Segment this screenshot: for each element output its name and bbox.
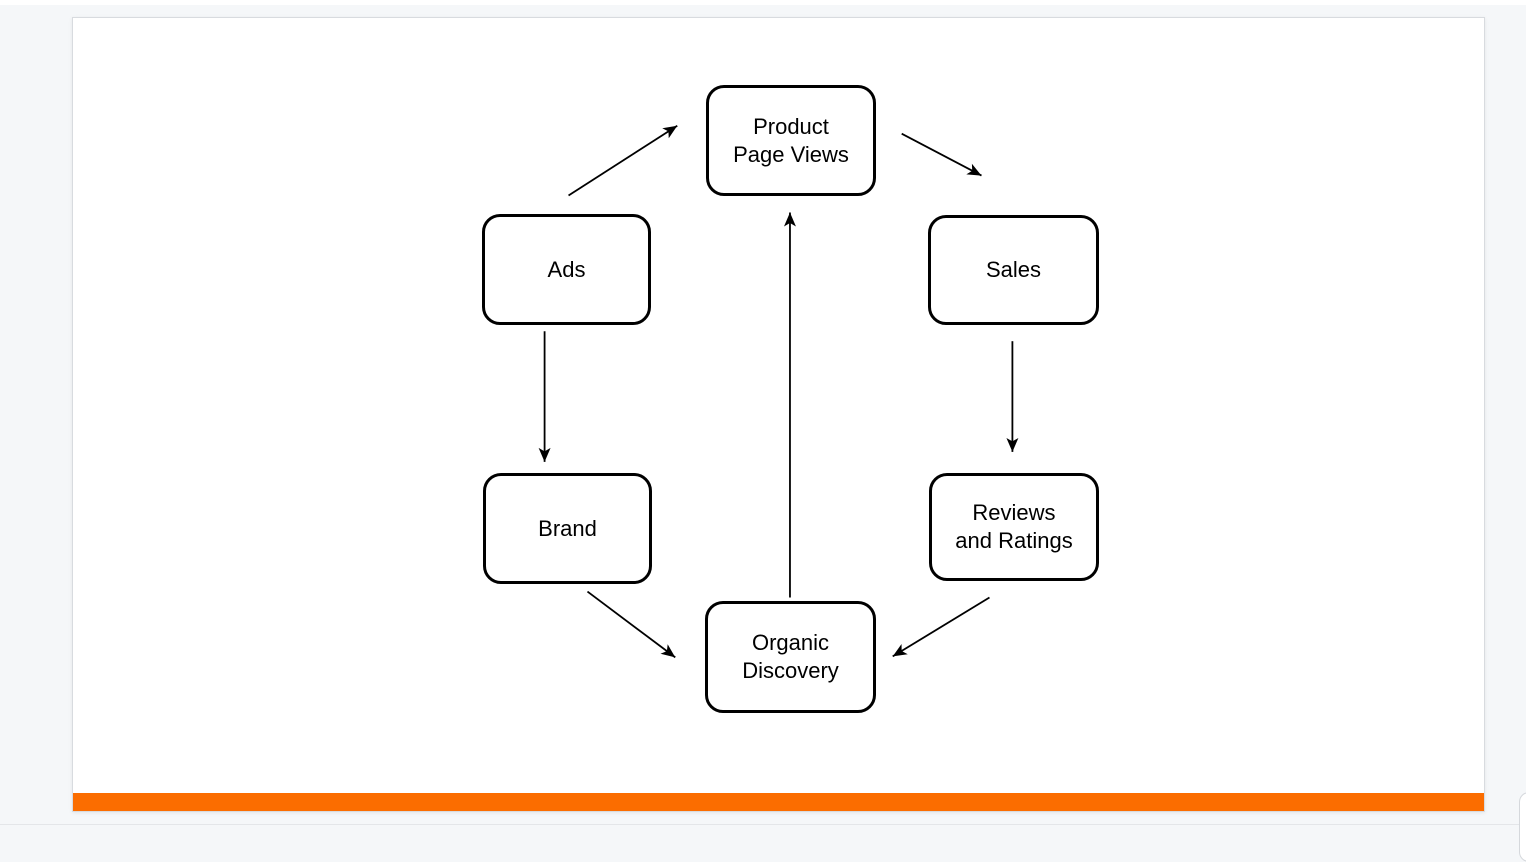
node-ads[interactable]: Ads (482, 214, 651, 325)
node-sales[interactable]: Sales (928, 215, 1099, 325)
bottom-divider (0, 824, 1526, 825)
top-strip (0, 0, 1526, 5)
node-label: Ads (547, 256, 586, 282)
edge-brand-to-organic-discovery[interactable] (586, 590, 676, 659)
edge-reviews-and-ratings-to-organic-discovery[interactable] (892, 596, 990, 658)
corner-widget[interactable] (1519, 792, 1526, 862)
edge-ads-to-product-page-views[interactable] (568, 124, 678, 197)
node-brand[interactable]: Brand (483, 473, 652, 584)
node-label: Brand (538, 515, 597, 541)
edge-product-page-views-to-sales[interactable] (901, 132, 982, 177)
node-label: Sales (985, 257, 1042, 282)
slide-accent-bar (73, 793, 1484, 811)
diagram-edge-layer (538, 124, 1019, 659)
